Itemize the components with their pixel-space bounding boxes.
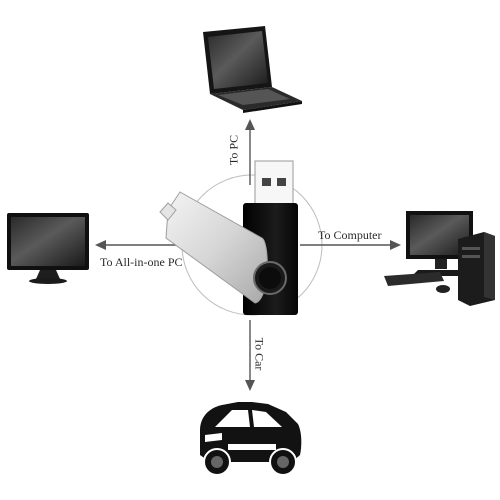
label-to-car: To Car — [252, 337, 267, 371]
label-to-computer: To Computer — [318, 228, 382, 242]
laptop-icon — [203, 26, 302, 113]
usb-flash-drive-icon — [159, 160, 298, 315]
arrow-right — [300, 240, 401, 250]
arrow-up — [245, 119, 255, 185]
desktop-computer-icon — [384, 211, 495, 306]
car-icon — [200, 402, 302, 476]
all-in-one-pc-icon — [7, 213, 89, 284]
arrow-down — [245, 320, 255, 391]
label-to-all-in-one-pc: To All-in-one PC — [100, 255, 183, 269]
label-to-pc: To PC — [226, 134, 241, 166]
